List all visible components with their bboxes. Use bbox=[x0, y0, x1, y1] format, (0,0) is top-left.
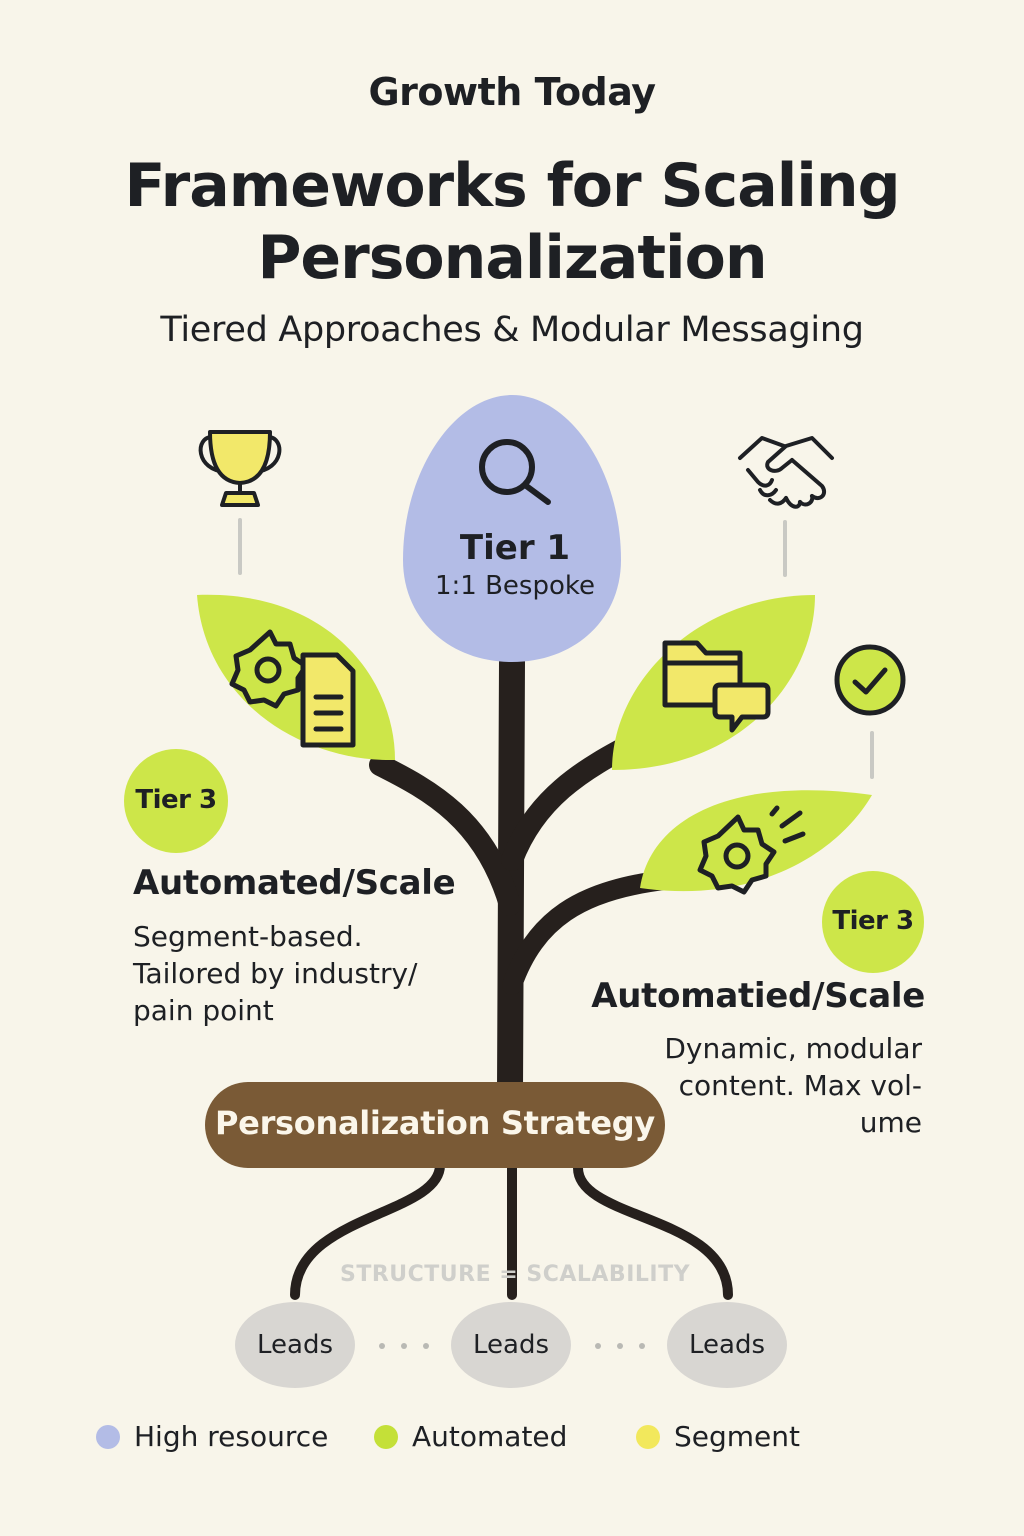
tier3-badge-left bbox=[124, 749, 228, 853]
left-heading: Automated/Scale bbox=[133, 863, 456, 903]
spark-lines-icon bbox=[769, 805, 806, 844]
tier1-title: Tier 1 bbox=[459, 528, 571, 568]
legend-dot-high-resource bbox=[96, 1424, 120, 1449]
gear-icon-right bbox=[697, 814, 777, 895]
strategy-capsule bbox=[205, 1082, 665, 1168]
handshake-icon bbox=[738, 436, 834, 509]
legend-label-high-resource: High resource bbox=[134, 1420, 329, 1453]
document-icon bbox=[300, 652, 356, 748]
tier3-badge-left-label: Tier 3 bbox=[135, 785, 217, 815]
legend-label-automated: Automated bbox=[412, 1420, 568, 1453]
tier3-badge-right bbox=[822, 871, 924, 973]
lead-label-1: Leads bbox=[256, 1330, 333, 1360]
legend-segment: Segment bbox=[636, 1420, 800, 1453]
tier1-shape bbox=[403, 395, 621, 662]
tagline: STRUCTURE = SCALABILITY bbox=[339, 1262, 691, 1287]
page-subtitle: Tiered Approaches & Modular Messaging bbox=[160, 310, 864, 350]
legend-automated: Automated bbox=[374, 1420, 567, 1453]
right-description-line-3: ume bbox=[859, 1106, 922, 1139]
right-lower-leaf bbox=[640, 790, 872, 892]
root-left bbox=[290, 1160, 445, 1300]
brand-name: Growth Today bbox=[368, 70, 656, 114]
root-right bbox=[573, 1163, 733, 1300]
branch-left bbox=[369, 754, 521, 916]
trophy-icon bbox=[198, 430, 282, 507]
legend-label-segment: Segment bbox=[674, 1420, 800, 1453]
lead-label-2: Leads bbox=[472, 1330, 549, 1360]
right-heading: Automatied/Scale bbox=[591, 976, 925, 1016]
connector-lines bbox=[238, 518, 874, 779]
tier3-badge-right-label: Tier 3 bbox=[832, 906, 914, 936]
left-description: Segment-based. Tailored by industry/ pai… bbox=[133, 920, 418, 1027]
lead-separators bbox=[379, 1343, 645, 1349]
magnifier-icon bbox=[479, 439, 551, 505]
legend-high-resource: High resource bbox=[96, 1420, 328, 1453]
branch-right-lower bbox=[502, 870, 675, 995]
roots bbox=[290, 1160, 733, 1300]
tier1-subtitle: 1:1 Bespoke bbox=[434, 571, 596, 601]
page-title: Frameworks for Scaling Personalization bbox=[0, 150, 1024, 294]
legend-dot-segment bbox=[636, 1424, 660, 1449]
lead-oval-3 bbox=[667, 1302, 787, 1388]
right-description: Dynamic, modular content. Max vol- ume bbox=[620, 1030, 922, 1141]
right-description-line-1: Dynamic, modular bbox=[664, 1032, 922, 1065]
title-line-2: Personalization bbox=[257, 223, 767, 293]
chat-bubble-icon bbox=[712, 682, 771, 733]
check-circle-icon bbox=[834, 644, 906, 716]
right-description-line-2: content. Max vol- bbox=[678, 1069, 922, 1102]
strategy-label: Personalization Strategy bbox=[215, 1104, 655, 1142]
trunk bbox=[369, 649, 675, 1103]
gear-icon bbox=[229, 629, 309, 709]
lead-label-3: Leads bbox=[688, 1330, 765, 1360]
lead-oval-2 bbox=[451, 1302, 571, 1388]
lead-oval-1 bbox=[235, 1302, 355, 1388]
legend-dot-automated bbox=[374, 1424, 398, 1449]
title-line-1: Frameworks for Scaling bbox=[124, 151, 900, 221]
